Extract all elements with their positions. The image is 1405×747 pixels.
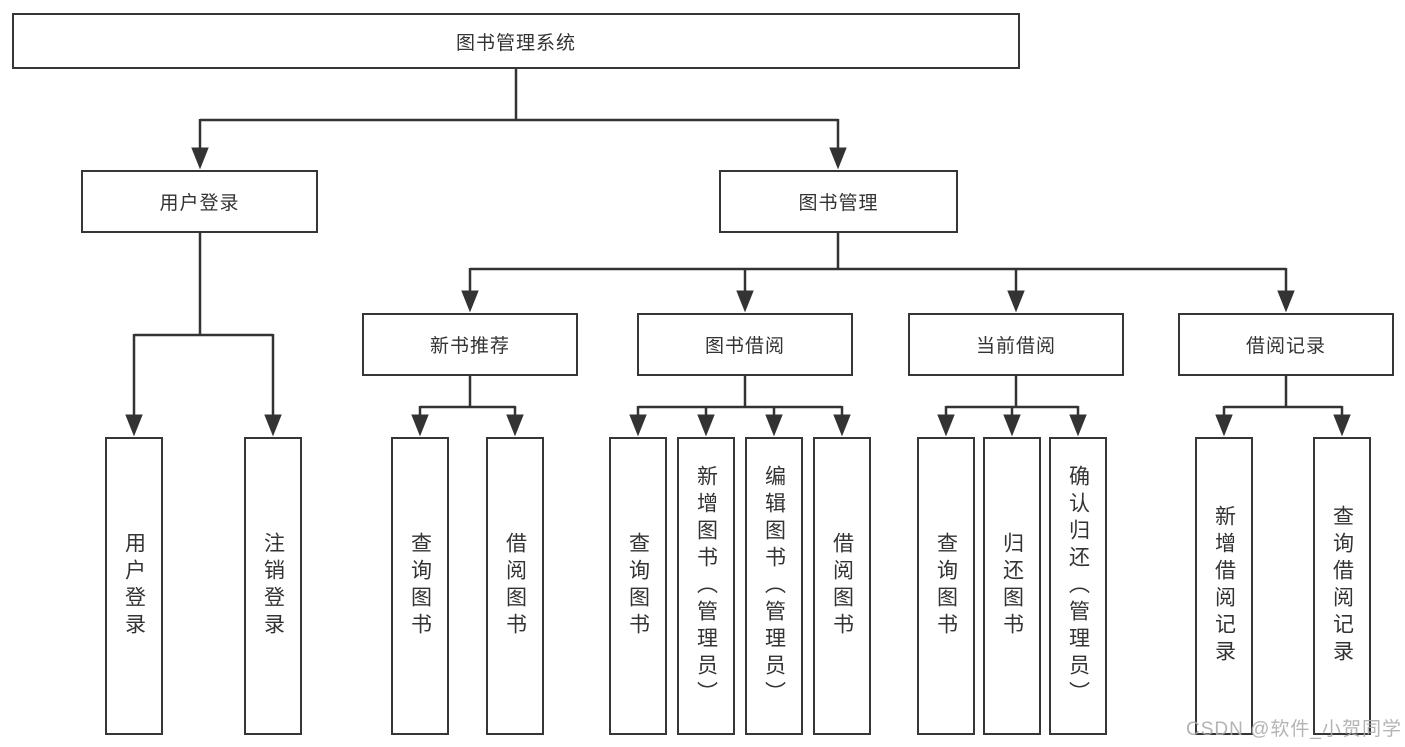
leaf-newbooks-query-books: 查询图书 (391, 437, 449, 735)
leaf-borrow-add-books-admin: 新增图书（管理员） (677, 437, 735, 735)
leaf-logout: 注销登录 (244, 437, 302, 735)
leaf-current-query-books-label: 查询图书 (934, 532, 958, 640)
leaf-records-query-record-label: 查询借阅记录 (1330, 505, 1354, 667)
node-library-system-label: 图书管理系统 (455, 32, 576, 54)
leaf-borrow-query-books: 查询图书 (609, 437, 667, 735)
node-current-borrow-label: 当前借阅 (975, 336, 1056, 357)
csdn-watermark: CSDN @软件_小贺同学 (1186, 719, 1402, 740)
connector-root-split (191, 69, 847, 170)
node-new-book-recommend: 新书推荐 (362, 313, 578, 376)
connector-book-mgmt-split (461, 233, 1295, 313)
leaf-current-confirm-return-admin-label: 确认归还（管理员） (1066, 464, 1090, 708)
leaf-records-add-record-label: 新增借阅记录 (1212, 505, 1236, 667)
connector-book-borrow-split (629, 376, 851, 437)
leaf-current-return-books: 归还图书 (983, 437, 1041, 735)
leaf-user-login: 用户登录 (105, 437, 163, 735)
leaf-borrow-edit-books-admin: 编辑图书（管理员） (745, 437, 803, 735)
node-book-management-label: 图书管理 (798, 193, 879, 214)
leaf-newbooks-borrow-books: 借阅图书 (486, 437, 544, 735)
node-user-login: 用户登录 (81, 170, 318, 233)
node-book-borrow: 图书借阅 (637, 313, 853, 376)
leaf-current-return-books-label: 归还图书 (1000, 532, 1024, 640)
leaf-records-query-record: 查询借阅记录 (1313, 437, 1371, 735)
leaf-user-login-label: 用户登录 (122, 532, 146, 640)
leaf-current-query-books: 查询图书 (917, 437, 975, 735)
leaf-borrow-borrow-books-label: 借阅图书 (830, 532, 854, 640)
connector-current-borrow-split (937, 376, 1087, 437)
leaf-logout-label: 注销登录 (261, 532, 285, 640)
node-user-login-label: 用户登录 (159, 193, 240, 214)
node-borrow-records: 借阅记录 (1178, 313, 1394, 376)
connector-borrow-records-split (1215, 376, 1351, 437)
leaf-borrow-add-books-admin-label: 新增图书（管理员） (694, 464, 718, 708)
leaf-newbooks-query-books-label: 查询图书 (408, 532, 432, 640)
node-new-book-recommend-label: 新书推荐 (429, 336, 510, 357)
leaf-newbooks-borrow-books-label: 借阅图书 (503, 532, 527, 640)
leaf-borrow-query-books-label: 查询图书 (626, 532, 650, 640)
node-book-borrow-label: 图书借阅 (704, 336, 785, 357)
node-borrow-records-label: 借阅记录 (1245, 336, 1326, 357)
node-library-system: 图书管理系统 (12, 13, 1020, 69)
leaf-current-confirm-return-admin: 确认归还（管理员） (1049, 437, 1107, 735)
leaf-records-add-record: 新增借阅记录 (1195, 437, 1253, 735)
node-book-management: 图书管理 (719, 170, 958, 233)
connector-new-books-split (411, 376, 524, 437)
leaf-borrow-edit-books-admin-label: 编辑图书（管理员） (762, 464, 786, 708)
node-current-borrow: 当前借阅 (908, 313, 1124, 376)
leaf-borrow-borrow-books: 借阅图书 (813, 437, 871, 735)
connector-user-login-split (125, 233, 282, 437)
